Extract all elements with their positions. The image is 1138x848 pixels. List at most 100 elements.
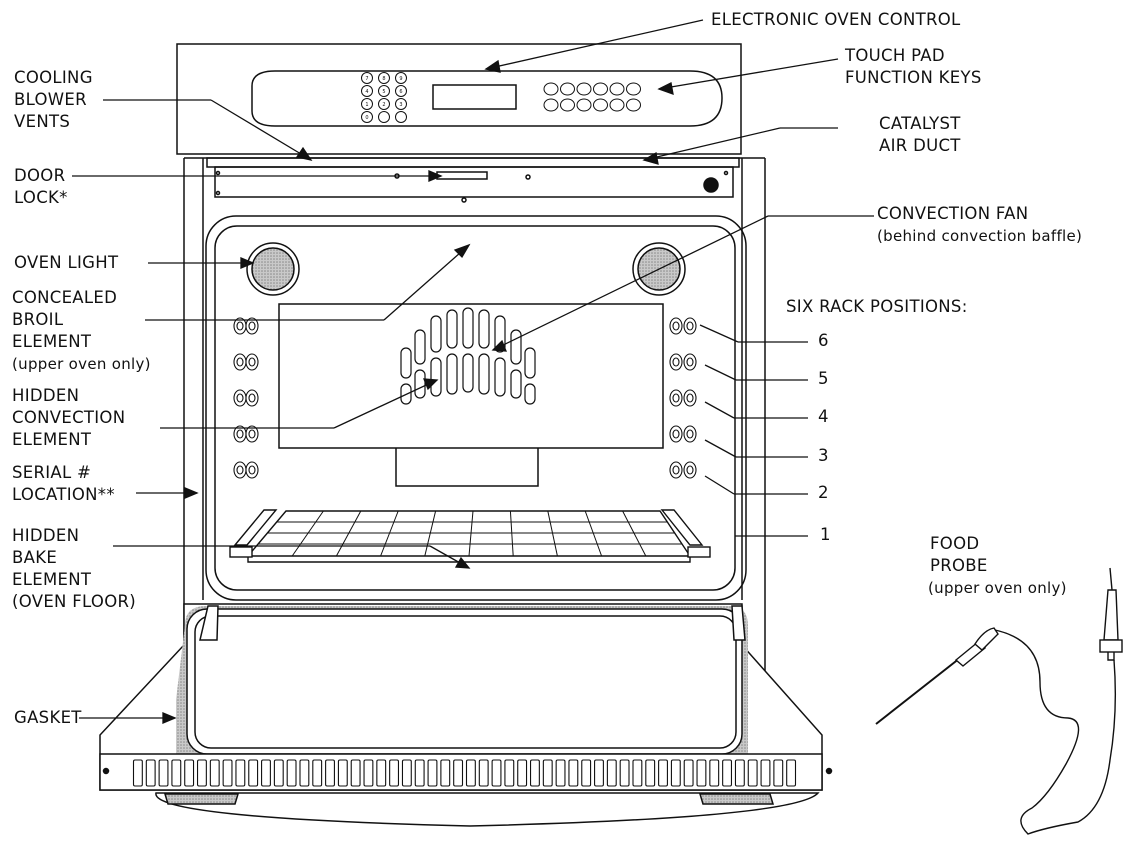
door-lock-panel <box>214 166 734 198</box>
keypad-digit: 5 <box>382 89 385 95</box>
rack-position-2: 2 <box>818 483 829 502</box>
label-line: TOUCH PAD <box>845 46 945 65</box>
label-line: HIDDEN <box>12 526 80 545</box>
door-vent-slot <box>171 759 182 787</box>
fan-slot <box>478 353 490 395</box>
rack-support-hole <box>686 357 694 367</box>
rack-support-hole <box>672 465 680 475</box>
door-vent-slot <box>658 759 668 787</box>
label-line: DOOR <box>14 166 66 185</box>
door-vent-slot <box>453 759 464 787</box>
keypad-button <box>361 85 373 97</box>
label-electronic-oven-control: ELECTRONIC OVEN CONTROL <box>711 10 961 29</box>
door-vent-slot <box>196 759 207 787</box>
label-serial-location: SERIAL # LOCATION** <box>12 462 115 506</box>
fan-slot <box>510 369 522 399</box>
label-line: BAKE <box>12 548 58 567</box>
keypad-button <box>378 98 390 110</box>
door-vent-slot <box>132 759 143 787</box>
display-window <box>432 84 517 110</box>
fan-slot <box>414 329 426 365</box>
door-vent-slot <box>427 759 438 787</box>
vent-strip <box>206 157 740 168</box>
fan-slot <box>462 353 474 393</box>
label-line: ELEMENT <box>12 430 92 449</box>
label-line: (behind convection baffle) <box>877 227 1083 245</box>
door-vent-slot <box>158 759 169 787</box>
door-vent-slot <box>389 759 400 787</box>
label-line: PROBE <box>930 556 988 575</box>
keypad-digit: 7 <box>365 76 368 82</box>
door-vent-slot <box>645 759 656 787</box>
function-key <box>576 98 592 112</box>
food-probe <box>875 567 1123 835</box>
fan-slot <box>478 309 490 349</box>
label-door-lock: DOOR LOCK* <box>14 165 68 209</box>
door-vent-slot <box>209 759 220 787</box>
rack-support-hole <box>686 321 694 331</box>
label-line: VENTS <box>14 112 71 131</box>
keypad-button <box>395 85 407 97</box>
label-cooling-blower-vents: COOLING BLOWER VENTS <box>14 67 93 133</box>
label-hidden-bake-element: HIDDEN BAKE ELEMENT (OVEN FLOOR) <box>12 525 136 613</box>
label-line: BLOWER <box>14 90 87 109</box>
door-vent-slot <box>401 759 412 787</box>
door-vent-slot <box>619 759 630 787</box>
door-vent-slot <box>222 759 233 787</box>
label-line: BROIL <box>12 310 64 329</box>
function-key <box>560 82 575 96</box>
keypad-button <box>361 111 373 123</box>
label-convection-fan: CONVECTION FAN (behind convection baffle… <box>877 203 1082 247</box>
door-lock-latch <box>436 171 488 180</box>
keypad-button <box>378 85 390 97</box>
label-line: COOLING <box>14 68 93 87</box>
fan-slot <box>494 357 506 397</box>
rack-support-hole <box>686 429 694 439</box>
door-vent-slot <box>184 759 195 787</box>
door-vent-slot <box>709 759 720 787</box>
leader-lines <box>72 19 874 724</box>
door-vent-slot <box>286 759 297 787</box>
rack-support-hole <box>248 429 256 439</box>
keypad-button <box>378 111 390 123</box>
function-key <box>626 98 641 112</box>
label-line: CONVECTION <box>12 408 126 427</box>
function-key <box>543 98 559 112</box>
keypad-digit: 2 <box>382 102 385 108</box>
keypad-digit: 8 <box>382 76 385 82</box>
keypad-button <box>395 98 407 110</box>
fan-slot <box>524 347 536 379</box>
door-vent-slot <box>145 759 156 787</box>
label-line: ELEMENT <box>12 332 92 351</box>
label-line: SERIAL # <box>12 463 92 482</box>
function-key <box>543 82 559 96</box>
door-vent-slot <box>273 759 284 787</box>
door-vent-slot <box>376 759 387 787</box>
oven-cavity <box>205 215 747 601</box>
keypad-digit: 4 <box>365 89 368 95</box>
label-line: (upper oven only) <box>928 579 1067 597</box>
door-vent-slot <box>325 759 335 787</box>
label-touch-pad-function-keys: TOUCH PAD FUNCTION KEYS <box>845 45 982 89</box>
fan-slot <box>446 309 458 349</box>
rack-support-hole <box>236 393 244 403</box>
rack-position-4: 4 <box>818 407 829 426</box>
door-vent-slot <box>235 759 246 787</box>
rack-position-6: 6 <box>818 331 829 350</box>
function-keys <box>543 82 641 112</box>
label-line: FOOD <box>930 534 980 553</box>
door-vent-slot <box>542 759 553 787</box>
rack-support-hole <box>248 357 256 367</box>
function-key <box>626 82 641 96</box>
label-line: (upper oven only) <box>12 355 151 373</box>
door-vent-slot <box>504 759 515 787</box>
fan-slot <box>430 357 442 397</box>
keypad-digit: 3 <box>399 102 402 108</box>
fan-slot <box>430 315 442 353</box>
door-vent-slot <box>440 759 451 787</box>
rack-support-hole <box>236 357 244 367</box>
door-vent-slot <box>363 759 374 787</box>
label-line: (OVEN FLOOR) <box>12 592 137 611</box>
keypad-digit: 9 <box>399 76 402 82</box>
label-oven-light: OVEN LIGHT <box>14 253 119 272</box>
